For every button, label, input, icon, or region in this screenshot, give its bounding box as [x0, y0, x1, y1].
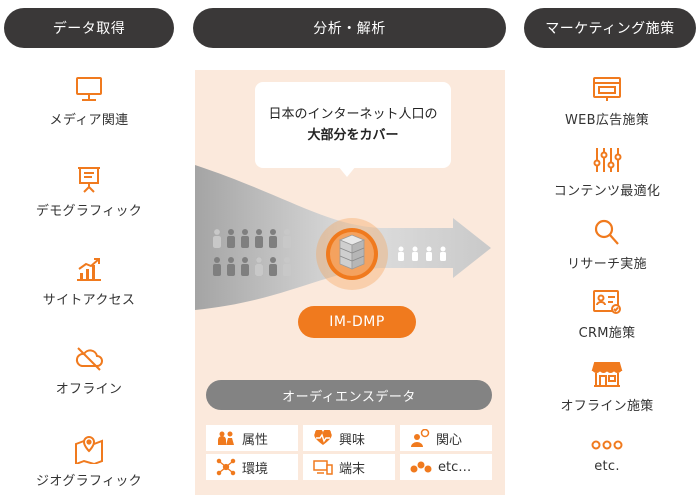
left-item-label: オフライン [55, 382, 123, 397]
header-marketing: マーケティング施策 [524, 8, 696, 48]
header-analysis: 分析・解析 [193, 8, 506, 48]
network-icon [216, 458, 236, 476]
header-label: 分析・解析 [313, 21, 386, 37]
right-item-etc: etc. [522, 437, 692, 474]
tag-concern: 関心 [400, 425, 492, 451]
tag-label: 属性 [242, 432, 269, 448]
ellipsis-circles-icon [591, 440, 623, 450]
people-group-output [398, 246, 446, 261]
bubble-tail [338, 166, 356, 177]
right-item-label: etc. [594, 459, 620, 474]
left-item-site-access: サイトアクセス [4, 255, 174, 308]
right-item-content-optimization: コンテンツ最適化 [522, 146, 692, 199]
tag-label: etc… [438, 459, 472, 475]
presentation-board-icon [78, 167, 100, 193]
monitor-icon [76, 77, 102, 101]
dots-icon [410, 461, 432, 473]
left-item-offline: オフライン [4, 344, 174, 397]
id-card-icon [593, 290, 621, 314]
bubble-line-2: 大部分をカバー [307, 128, 399, 143]
left-item-label: デモグラフィック [35, 204, 143, 219]
dmp-text: IM-DMP [329, 314, 385, 330]
right-item-research: リサーチ実施 [522, 217, 692, 272]
tag-environment: 環境 [206, 454, 298, 480]
left-item-label: ジオグラフィック [36, 474, 142, 489]
header-label: マーケティング施策 [545, 21, 675, 37]
data-flow-funnel [195, 165, 491, 310]
tag-label: 興味 [339, 432, 366, 448]
header-data-acquisition: データ取得 [4, 8, 174, 48]
right-item-offline-measures: オフライン施策 [522, 359, 692, 414]
left-item-demographic: デモグラフィック [4, 164, 174, 219]
im-dmp-label: IM-DMP [298, 306, 416, 338]
audience-text: オーディエンスデータ [282, 389, 416, 405]
devices-icon [313, 460, 333, 475]
magnifier-icon [594, 219, 619, 245]
people-group-light [213, 229, 291, 276]
right-item-web-ad: WEB広告施策 [522, 75, 692, 128]
storefront-icon [591, 362, 623, 387]
coverage-speech-bubble: 日本のインターネット人口の 大部分をカバー [255, 82, 451, 168]
right-item-label: オフライン施策 [560, 399, 654, 414]
sliders-icon [593, 148, 622, 172]
server-stack-icon [316, 218, 388, 290]
tag-interest: 興味 [303, 425, 395, 451]
left-item-label: サイトアクセス [42, 293, 136, 308]
left-item-media: メディア関連 [4, 75, 174, 128]
web-ad-icon [593, 77, 621, 101]
right-item-label: WEB広告施策 [564, 113, 650, 128]
map-pin-icon [75, 435, 103, 464]
heart-pulse-icon [314, 430, 332, 445]
right-item-label: CRM施策 [578, 326, 636, 341]
tag-label: 端末 [339, 461, 366, 477]
bubble-line-1: 日本のインターネット人口の [268, 106, 438, 122]
right-item-label: コンテンツ最適化 [553, 184, 661, 199]
tag-attribute: 属性 [206, 425, 298, 451]
person-thought-icon [411, 429, 430, 447]
tag-device: 端末 [303, 454, 395, 480]
tag-label: 環境 [242, 461, 269, 477]
people-icon [218, 431, 234, 445]
header-label: データ取得 [52, 21, 126, 37]
left-item-label: メディア関連 [49, 113, 129, 128]
right-item-label: リサーチ実施 [567, 257, 647, 272]
cloud-off-icon [75, 347, 103, 371]
right-item-crm: CRM施策 [522, 288, 692, 341]
tag-etc: etc… [400, 454, 492, 480]
audience-data-bar: オーディエンスデータ [206, 380, 492, 410]
bar-chart-icon [77, 258, 101, 281]
tag-label: 関心 [436, 432, 463, 448]
left-item-geographic: ジオグラフィック [4, 434, 174, 489]
